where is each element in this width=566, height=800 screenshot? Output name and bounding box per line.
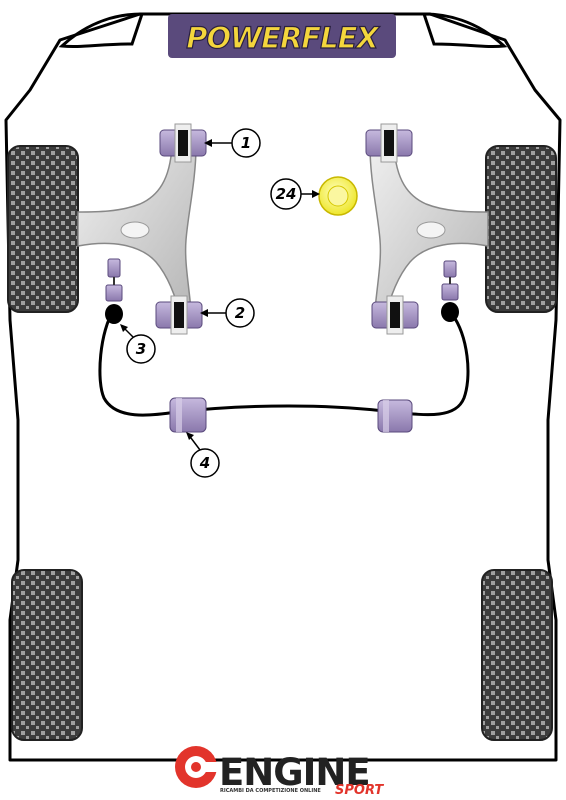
powerflex-wordmark: POWERFLEX	[186, 21, 380, 55]
rear-right-wheel	[481, 569, 553, 741]
bush-1-right	[365, 123, 413, 163]
engine-wordmark: ENGINE	[219, 751, 370, 794]
bush-2-right	[371, 295, 419, 335]
right-wishbone-hole	[416, 221, 446, 239]
bush-2-left	[155, 295, 203, 335]
sport-wordmark: SPORT	[335, 783, 384, 798]
callout-3-label: 3	[136, 340, 146, 358]
engine-sport-logo: ENGINE RICAMBI DA COMPETIZIONE ONLINE SP…	[175, 746, 384, 798]
windscreen-left	[58, 12, 145, 49]
left-wishbone-hole	[120, 221, 150, 239]
callout-24: 24	[270, 178, 320, 210]
bush-4-left	[169, 397, 207, 433]
callout-2: 2	[200, 298, 255, 328]
right-drop-link	[441, 260, 459, 322]
engine-tagline: RICAMBI DA COMPETIZIONE ONLINE	[220, 788, 321, 794]
anti-roll-bar	[98, 309, 470, 417]
car-body-outline	[4, 12, 562, 762]
callout-1-label: 1	[241, 134, 251, 152]
powerflex-logo: POWERFLEX	[168, 14, 396, 58]
bush-24	[318, 176, 358, 216]
bush-4-right	[377, 399, 413, 433]
callout-4: 4	[186, 432, 220, 478]
callout-24-label: 24	[276, 185, 297, 203]
windscreen-right	[421, 12, 508, 49]
bush-1-left	[159, 123, 207, 163]
callout-4-label: 4	[199, 454, 210, 472]
callout-1: 1	[204, 128, 261, 158]
callout-2-label: 2	[235, 304, 245, 322]
front-left-wheel	[7, 145, 79, 313]
rear-left-wheel	[11, 569, 83, 741]
callout-3: 3	[120, 324, 156, 364]
left-drop-link	[105, 258, 123, 324]
front-right-wheel	[485, 145, 557, 313]
